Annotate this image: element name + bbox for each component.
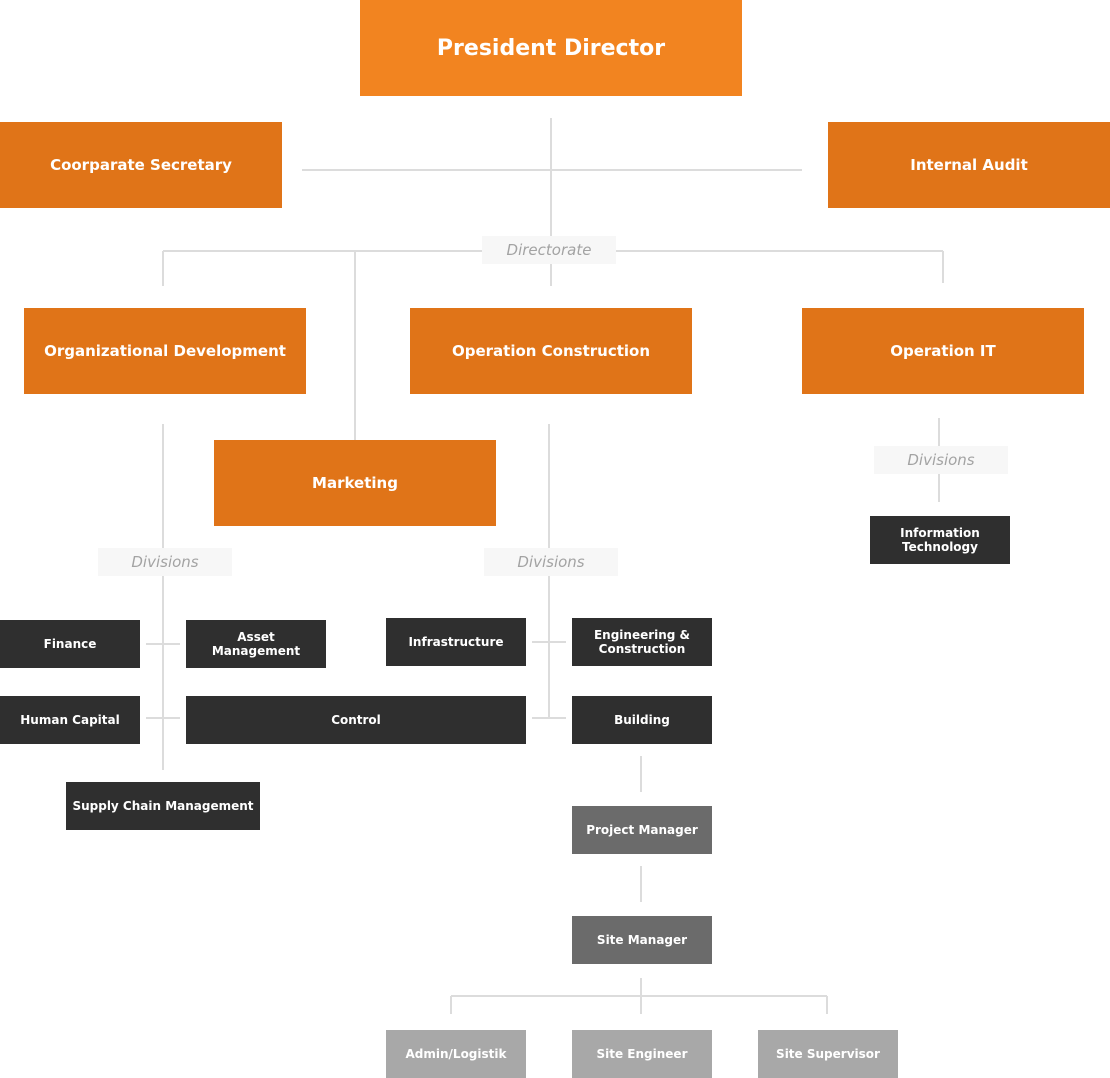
site-engineer-label: Site Engineer <box>596 1047 688 1061</box>
operation-construction-label: Operation Construction <box>451 342 651 360</box>
corporate-secretary-box: Coorparate Secretary <box>0 122 282 208</box>
president-director-box: President Director <box>360 0 742 96</box>
operation-it-box: Operation IT <box>802 308 1084 394</box>
control-box: Control <box>186 696 526 744</box>
human-capital-label: Human Capital <box>20 713 120 727</box>
marketing-label: Marketing <box>312 474 398 492</box>
divisions-label: Divisions <box>131 553 199 571</box>
divisions-label: Divisions <box>517 553 585 571</box>
admin-logistik-label: Admin/Logistik <box>405 1047 507 1061</box>
engineering-construction-label: Engineering & Construction <box>593 628 691 656</box>
corporate-secretary-label: Coorparate Secretary <box>50 156 232 174</box>
site-supervisor-label: Site Supervisor <box>776 1047 880 1061</box>
finance-label: Finance <box>43 637 97 651</box>
divisions-tag-org: Divisions <box>98 548 232 576</box>
engineering-construction-box: Engineering & Construction <box>572 618 712 666</box>
site-supervisor-box: Site Supervisor <box>758 1030 898 1078</box>
supply-chain-management-box: Supply Chain Management <box>66 782 260 830</box>
admin-logistik-box: Admin/Logistik <box>386 1030 526 1078</box>
president-director-label: President Director <box>436 35 666 61</box>
project-manager-label: Project Manager <box>586 823 698 837</box>
building-label: Building <box>614 713 670 727</box>
information-technology-label: Information Technology <box>900 526 980 554</box>
internal-audit-box: Internal Audit <box>828 122 1110 208</box>
divisions-tag-construction: Divisions <box>484 548 618 576</box>
project-manager-box: Project Manager <box>572 806 712 854</box>
directorate-label: Directorate <box>506 241 592 259</box>
finance-box: Finance <box>0 620 140 668</box>
directorate-tag: Directorate <box>482 236 616 264</box>
marketing-box: Marketing <box>214 440 496 526</box>
building-box: Building <box>572 696 712 744</box>
organizational-development-box: Organizational Development <box>24 308 306 394</box>
organizational-development-label: Organizational Development <box>44 342 286 360</box>
site-manager-box: Site Manager <box>572 916 712 964</box>
asset-management-label: Asset Management <box>211 630 301 658</box>
internal-audit-label: Internal Audit <box>910 156 1028 174</box>
information-technology-box: Information Technology <box>870 516 1010 564</box>
supply-chain-management-label: Supply Chain Management <box>72 799 254 813</box>
site-engineer-box: Site Engineer <box>572 1030 712 1078</box>
control-label: Control <box>331 713 381 727</box>
human-capital-box: Human Capital <box>0 696 140 744</box>
site-manager-label: Site Manager <box>596 933 688 947</box>
operation-it-label: Operation IT <box>890 342 996 360</box>
infrastructure-label: Infrastructure <box>408 635 504 649</box>
infrastructure-box: Infrastructure <box>386 618 526 666</box>
divisions-label: Divisions <box>907 451 975 469</box>
divisions-tag-it: Divisions <box>874 446 1008 474</box>
operation-construction-box: Operation Construction <box>410 308 692 394</box>
asset-management-box: Asset Management <box>186 620 326 668</box>
